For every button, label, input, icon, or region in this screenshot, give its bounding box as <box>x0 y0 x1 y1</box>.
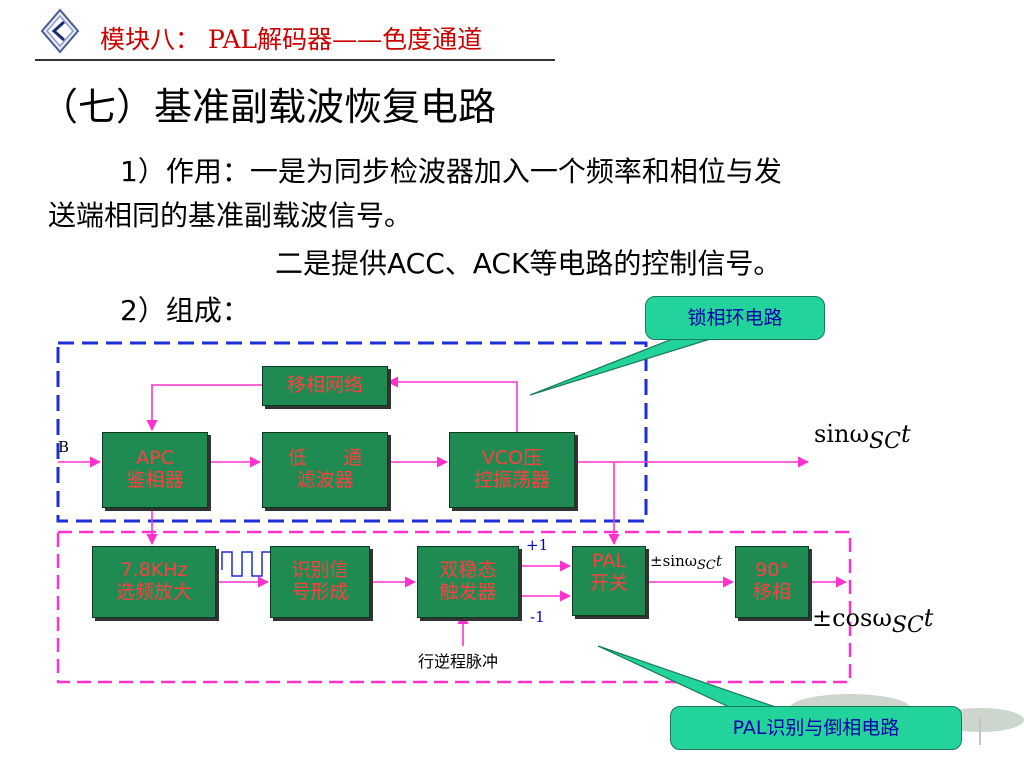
header-divider <box>35 59 555 61</box>
body-line-1: 1）作用：一是为同步检波器加入一个频率和相位与发 <box>120 155 782 188</box>
square-wave-icon <box>221 551 270 577</box>
vco-block: VCO压控振荡器 <box>449 432 575 508</box>
pal-identify-callout: PAL识别与倒相电路 <box>670 706 962 750</box>
phase-shift-network-block: 移相网络 <box>262 366 388 406</box>
lowpass-filter-block: 低 通滤波器 <box>262 432 388 508</box>
body-line-3: 二是提供ACC、ACK等电路的控制信号。 <box>275 247 782 280</box>
plus-one-label: +1 <box>526 536 549 554</box>
bistable-trigger-block: 双稳态触发器 <box>417 546 519 618</box>
output-cos-formula: ±cosωSCt <box>812 604 934 638</box>
identification-signal-block: 识别信号形成 <box>270 546 370 618</box>
input-b-label: B <box>58 438 70 456</box>
line-flyback-pulse-label: 行逆程脉冲 <box>418 652 499 671</box>
body-line-4: 2）组成： <box>120 294 250 327</box>
pal-frame <box>56 530 852 684</box>
callout-pointer-pal <box>597 645 791 713</box>
minus-one-label: -1 <box>530 608 545 626</box>
pm-sin-formula: ±sinωSCt <box>650 552 722 573</box>
callout-pointer-pll <box>529 335 721 396</box>
phase-shift-90-block: 90°移相 <box>735 546 809 618</box>
body-line-2: 送端相同的基准副载波信号。 <box>48 199 413 232</box>
pll-frame <box>56 341 648 523</box>
header-title: 模块八： PAL解码器——色度通道 <box>100 25 483 54</box>
section-title: （七）基准副载波恢复电路 <box>40 85 497 129</box>
pll-callout: 锁相环电路 <box>645 296 825 340</box>
diamond-logo-icon <box>40 8 80 54</box>
output-sin-formula: sinωSCt <box>814 420 911 454</box>
